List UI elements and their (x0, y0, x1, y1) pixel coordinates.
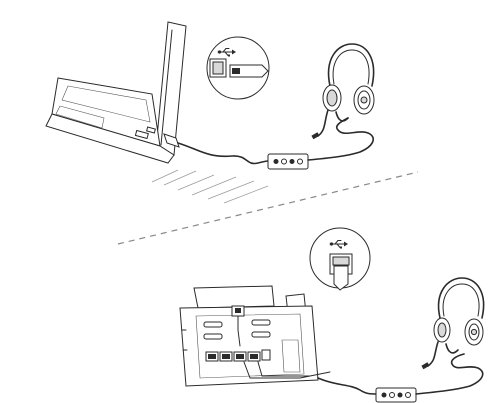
phone-ports (205, 349, 271, 362)
laptop-usb-port (134, 129, 149, 140)
headset-cable-bottom (415, 353, 484, 395)
laptop-shadow (151, 169, 269, 204)
section-divider (117, 171, 419, 245)
headset-cable-top (307, 117, 374, 161)
usb-icon (217, 48, 236, 57)
laptop-usb-plug (163, 133, 180, 148)
phone-stand-slots (203, 319, 271, 340)
phone-cable (317, 377, 379, 395)
inline-control-bottom (375, 387, 417, 403)
mute-button (281, 158, 287, 165)
usb-zoom-callout-top (206, 36, 270, 100)
microphone (421, 362, 430, 370)
usb-icon (329, 240, 348, 249)
laptop-base-front (45, 113, 175, 164)
call-button (289, 159, 295, 164)
phone-handset-rest (193, 285, 275, 309)
volume-up-button (297, 158, 303, 165)
laptop (45, 21, 269, 204)
volume-down-button (273, 159, 279, 164)
usb-zoom-callout-bottom (309, 227, 371, 291)
headset-top (311, 43, 375, 140)
headset-bottom (421, 277, 485, 370)
microphone (311, 132, 320, 140)
desk-phone (179, 285, 331, 387)
inline-control-top (267, 153, 309, 170)
laptop-cable (177, 142, 269, 165)
